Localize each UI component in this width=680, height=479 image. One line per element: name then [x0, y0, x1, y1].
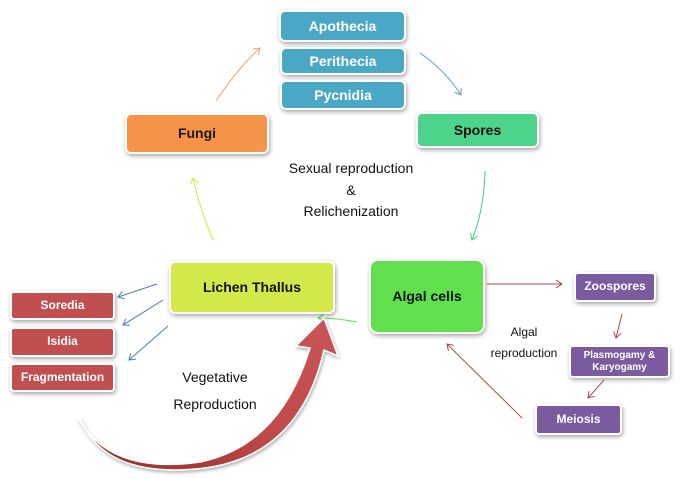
isidia-label: Isidia [47, 334, 78, 349]
arrow-thallus-to-fungi [193, 178, 214, 241]
node-fragmentation: Fragmentation [10, 363, 115, 392]
node-algal-cells: Algal cells [369, 259, 485, 334]
caption-line-3: Relichenization [303, 203, 399, 220]
vegetative-line-1: Vegetative [182, 369, 248, 385]
arrow-apothecia-to-spores [419, 52, 461, 95]
arrow-spores-to-algal [472, 170, 486, 240]
node-pycnidia: Pycnidia [280, 80, 406, 110]
perithecia-label: Perithecia [309, 52, 377, 69]
arrow-fungi-to-apothecia [215, 48, 260, 102]
spores-label: Spores [453, 121, 502, 138]
algal-reproduction-caption: Algal reproduction [484, 322, 564, 364]
apothecia-label: Apothecia [308, 17, 377, 34]
node-zoospores: Zoospores [574, 272, 656, 302]
pycnidia-label: Pycnidia [314, 86, 372, 103]
soredia-label: Soredia [40, 297, 85, 312]
arrow-algal-to-thallus [318, 318, 358, 323]
node-isidia: Isidia [10, 327, 115, 357]
node-soredia: Soredia [10, 291, 115, 320]
vegetative-curved-arrow [76, 316, 340, 471]
vegetative-line-2: Reproduction [173, 395, 257, 412]
vegetative-reproduction-caption: Vegetative Reproduction [150, 364, 280, 417]
algal-cells-label: Algal cells [392, 288, 462, 305]
plasmogamy-label-line-1: Plasmogamy & [583, 350, 656, 361]
node-plasmogamy-karyogamy: Plasmogamy & Karyogamy [569, 345, 670, 378]
arrow-thallus-to-isidia [123, 299, 164, 325]
plasmogamy-label-line-2: Karyogamy [592, 361, 647, 373]
sexual-reproduction-caption: Sexual reproduction & Relichenization [266, 158, 436, 223]
arrow-thallus-to-soredia [118, 283, 158, 297]
algal-repro-line-2: reproduction [490, 346, 558, 360]
algal-repro-line-1: Algal [510, 325, 538, 339]
fragmentation-label: Fragmentation [20, 369, 105, 384]
node-lichen-thallus: Lichen Thallus [169, 261, 335, 314]
caption-line-2: & [346, 181, 356, 198]
fungi-label: Fungi [177, 125, 217, 142]
node-spores: Spores [416, 112, 539, 148]
node-fungi: Fungi [125, 113, 269, 154]
lichen-thallus-label: Lichen Thallus [202, 279, 301, 296]
arrow-thallus-to-fragmentation [129, 325, 169, 360]
caption-line-1: Sexual reproduction [288, 160, 414, 176]
node-apothecia: Apothecia [279, 10, 406, 42]
arrow-zoospores-to-plasmogamy [616, 313, 623, 338]
zoospores-label: Zoospores [584, 279, 646, 294]
meiosis-label: Meiosis [556, 411, 601, 426]
arrow-plasmogamy-to-meiosis [588, 379, 605, 398]
arrow-meiosis-to-algal [447, 344, 523, 419]
node-perithecia: Perithecia [280, 47, 406, 75]
node-meiosis: Meiosis [535, 404, 622, 435]
